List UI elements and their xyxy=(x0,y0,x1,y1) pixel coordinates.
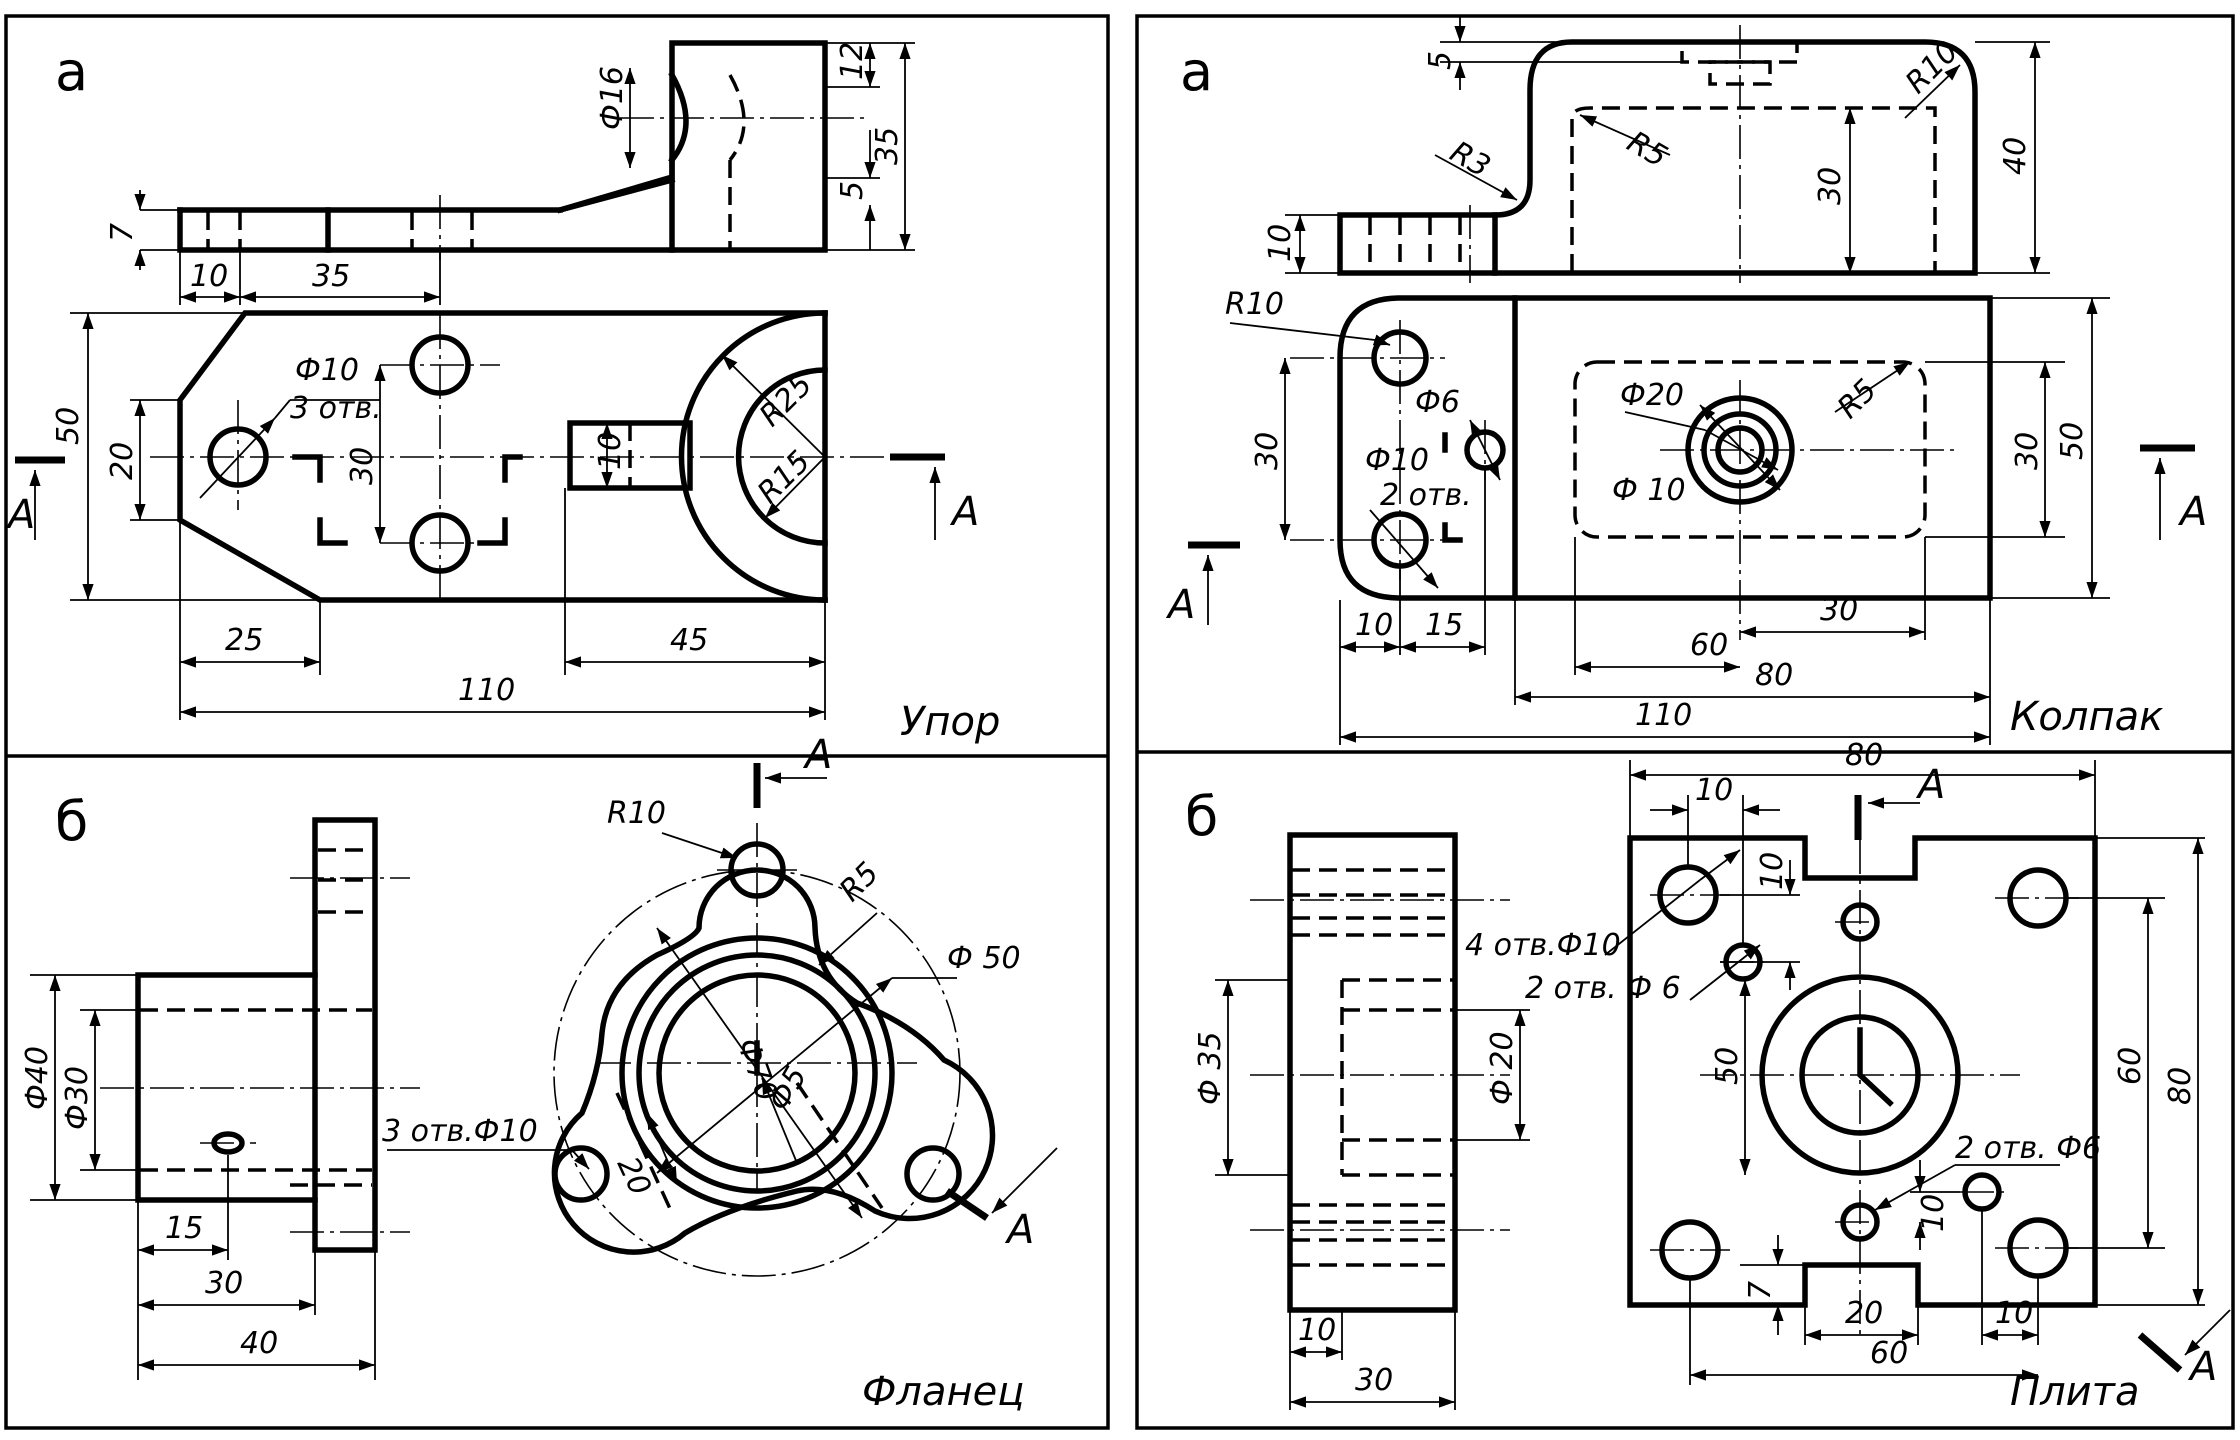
dim-30: 30 xyxy=(345,447,380,485)
cap-top-view: R10 Ф6 Ф10 2 отв. 30 Ф20 Ф 10 R5 30 50 xyxy=(1165,287,2207,745)
dim-d35: Ф 35 xyxy=(1193,1031,1228,1105)
dim-r5-top: R5 xyxy=(1621,125,1673,175)
panel-cap: а 5 R10 R5 R3 30 xyxy=(1165,15,2207,745)
plate-front-view: A 80 10 10 xyxy=(1465,738,2231,1390)
dim-35-horiz: 35 xyxy=(312,259,350,294)
dim-slot-10: 10 xyxy=(593,432,628,470)
section-label-top: A xyxy=(1915,762,1945,808)
dim-r5: R5 xyxy=(833,856,886,909)
dim-r5: R5 xyxy=(1831,373,1884,426)
left-sheet-frame xyxy=(4,14,1110,1430)
dim-30-left: 30 xyxy=(1250,432,1285,470)
dim-d20: Ф20 xyxy=(1620,378,1684,413)
dim-d40: Ф40 xyxy=(20,1046,55,1110)
dim-10-vert: 10 xyxy=(1755,852,1790,890)
holes-2xd6-a: 2 отв. Ф 6 xyxy=(1525,971,1681,1006)
dim-12: 12 xyxy=(835,42,870,80)
section-label-bottom: A xyxy=(1004,1207,1034,1253)
dim-5: 5 xyxy=(1423,51,1458,70)
panel-plate: б Ф 35 Ф xyxy=(1185,738,2231,1415)
section-label-top: A xyxy=(802,732,832,778)
part-name-stop: Упор xyxy=(900,699,1000,745)
dim-5: 5 xyxy=(835,181,870,200)
panel-letter: б xyxy=(55,790,88,853)
dim-d10-inner: Ф 10 xyxy=(1612,473,1686,508)
dim-7: 7 xyxy=(1743,1281,1778,1300)
holes-label: 3 отв.Ф10 xyxy=(382,1114,538,1149)
dim-w80: 80 xyxy=(1755,658,1793,693)
dim-w30: 30 xyxy=(1820,593,1858,628)
dim-30-right: 30 xyxy=(2010,432,2045,470)
dim-w10: 10 xyxy=(1355,608,1393,643)
hole-size: Ф10 xyxy=(295,353,359,388)
dim-w60: 60 xyxy=(1690,628,1728,663)
dim-20: 20 xyxy=(1845,1296,1883,1331)
part-name-plate: Плита xyxy=(2010,1369,2139,1415)
part-name-cap: Колпак xyxy=(2010,694,2163,740)
dim-r25: R25 xyxy=(753,367,819,433)
dim-w110: 110 xyxy=(1635,698,1692,733)
dim-80-top: 80 xyxy=(1845,738,1883,773)
section-label-left: A xyxy=(5,492,35,538)
dim-30: 30 xyxy=(205,1266,243,1301)
section-label-bottom: A xyxy=(2187,1344,2217,1390)
dim-50: 50 xyxy=(2055,422,2090,460)
dim-w15: 15 xyxy=(1425,608,1463,643)
dim-side-10: 10 xyxy=(1298,1313,1336,1348)
frames xyxy=(4,14,2235,1430)
dim-60-horiz: 60 xyxy=(1870,1336,1908,1371)
panel-letter: а xyxy=(1180,40,1213,103)
panel-letter: а xyxy=(55,40,88,103)
panel-stop: а Ф16 12 5 xyxy=(5,40,1000,745)
dim-d10: Ф10 xyxy=(1365,443,1429,478)
dim-7: 7 xyxy=(105,223,140,242)
dim-10-bot-vert: 10 xyxy=(1916,1194,1951,1232)
dim-r3: R3 xyxy=(1444,135,1496,185)
dim-side-30: 30 xyxy=(1355,1363,1393,1398)
panel-flange: б Ф40 Ф30 xyxy=(20,732,1058,1415)
dim-10-bot: 10 xyxy=(1995,1296,2033,1331)
part-name-flange: Фланец xyxy=(862,1369,1025,1415)
dim-10-top: 10 xyxy=(1695,773,1733,808)
flange-front-view: R10 R5 Ф 50 Ф70 Ф5 3 отв.Ф10 20 A A xyxy=(382,732,1058,1277)
dim-40: 40 xyxy=(240,1326,278,1361)
dim-25: 25 xyxy=(225,623,263,658)
hole-count: 3 отв. xyxy=(290,391,382,426)
dim-d16: Ф16 xyxy=(595,66,630,130)
section-label-right: A xyxy=(949,489,979,535)
dim-45: 45 xyxy=(670,623,708,658)
cap-front-view: 5 R10 R5 R3 30 40 10 xyxy=(1263,15,2050,283)
dim-d50: Ф 50 xyxy=(947,941,1021,976)
stop-front-view: Ф16 12 5 35 7 10 35 xyxy=(105,40,915,305)
stop-top-view: 50 20 30 Ф10 3 отв. 10 R25 R15 25 xyxy=(5,310,979,720)
dim-d6: Ф6 xyxy=(1415,385,1460,420)
dim-40: 40 xyxy=(1998,137,2033,175)
dim-30-top: 30 xyxy=(1813,167,1848,205)
holes-4xd10: 4 отв.Ф10 xyxy=(1465,928,1621,963)
dim-20: 20 xyxy=(105,442,140,480)
dim-15: 15 xyxy=(165,1211,203,1246)
plate-side-view: Ф 35 Ф 20 10 30 xyxy=(1193,832,1530,1410)
dim-d30: Ф30 xyxy=(60,1066,95,1130)
section-label-left: A xyxy=(1165,582,1195,628)
dim-60-vert: 60 xyxy=(2113,1047,2148,1085)
holes-2xd6-b: 2 отв. Ф6 xyxy=(1955,1131,2101,1166)
panel-letter: б xyxy=(1185,785,1218,848)
dim-r15: R15 xyxy=(751,444,817,510)
dim-10: 10 xyxy=(190,259,228,294)
dim-110: 110 xyxy=(458,673,515,708)
dim-r10: R10 xyxy=(1225,287,1284,322)
flange-side-view: Ф40 Ф30 15 30 40 xyxy=(20,817,420,1380)
dim-80-vert: 80 xyxy=(2163,1067,2198,1105)
dim-35-vert: 35 xyxy=(870,127,905,165)
dim-50: 50 xyxy=(1710,1047,1745,1085)
dim-r10: R10 xyxy=(607,796,666,831)
hole-count: 2 отв. xyxy=(1380,478,1472,513)
dim-10: 10 xyxy=(1263,224,1298,262)
dim-d20: Ф 20 xyxy=(1485,1031,1520,1105)
section-label-right: A xyxy=(2177,489,2207,535)
right-sheet-frame xyxy=(1135,14,2235,1430)
dim-50: 50 xyxy=(51,407,86,445)
